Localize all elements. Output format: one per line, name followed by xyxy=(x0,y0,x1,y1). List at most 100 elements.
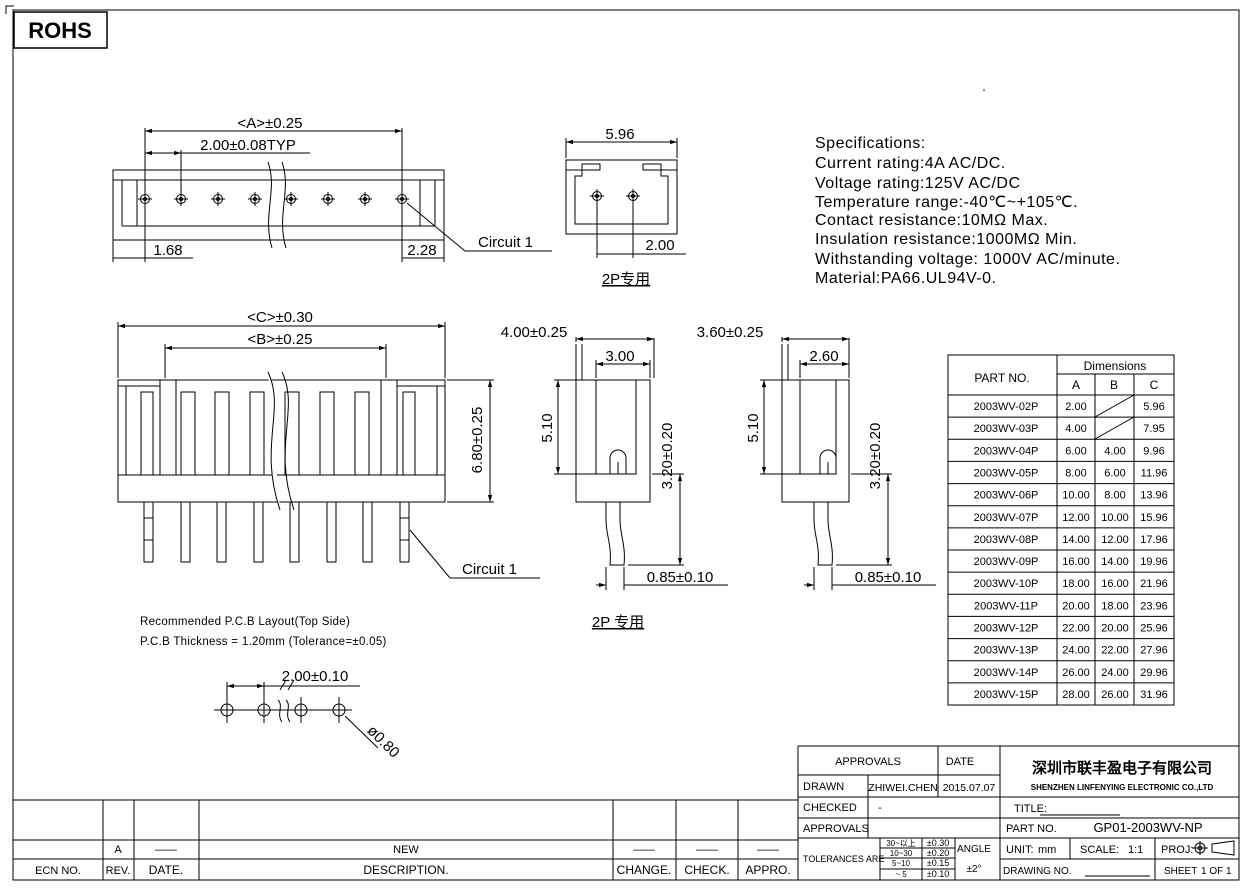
tb-approvals-header: APPROVALS xyxy=(835,756,901,768)
top-left-offset: 1.68 xyxy=(153,242,182,259)
table-cell-b: 4.00 xyxy=(1104,445,1125,457)
table-cell-c: 13.96 xyxy=(1140,490,1168,502)
rev-header-change: CHANGE. xyxy=(617,863,672,877)
side-view-2 xyxy=(760,336,936,590)
table-cell-b: 10.00 xyxy=(1101,512,1129,524)
table-part-header: PART NO. xyxy=(974,371,1029,385)
top-pitch: 2.00±0.08TYP xyxy=(200,137,296,154)
table-cell-a: 16.00 xyxy=(1062,556,1090,568)
front-dim-b: <B>±0.25 xyxy=(248,331,313,348)
table-cell-a: 14.00 xyxy=(1062,534,1090,546)
table-col-a: A xyxy=(1072,378,1080,392)
table-cell-c: 31.96 xyxy=(1140,689,1168,701)
spec-heading: Specifications: xyxy=(815,135,926,152)
table-cell-part: 2003WV-05P xyxy=(974,468,1039,480)
tb-tol-value: ±0.30 xyxy=(927,838,949,848)
tb-tol-value: ±0.15 xyxy=(927,858,949,868)
spec-line: Contact resistance:10MΩ Max. xyxy=(815,212,1048,229)
table-cell-a: 24.00 xyxy=(1062,645,1090,657)
tb-part-no-label: PART NO. xyxy=(1006,823,1057,835)
side-caption: 2P 专用 xyxy=(592,614,644,631)
table-cell-a: 22.00 xyxy=(1062,623,1090,635)
table-cell-a: 4.00 xyxy=(1065,423,1086,435)
pcb-hole: ø0.80 xyxy=(364,722,403,761)
table-cell-part: 2003WV-04P xyxy=(974,445,1039,457)
table-cell-part: 2003WV-10P xyxy=(974,578,1039,590)
tb-checked-label: CHECKED xyxy=(803,802,857,814)
end-view-pin-pitch: 2.00 xyxy=(645,237,674,254)
table-cell-part: 2003WV-14P xyxy=(974,667,1039,679)
tb-drawing-no-label: DRAWING NO. xyxy=(1003,866,1072,877)
rohs-box xyxy=(13,11,108,49)
tb-tol-value: ±0.10 xyxy=(927,869,949,879)
tb-company-cn: 深圳市联丰盈电子有限公司 xyxy=(1032,759,1212,777)
side1-inner: 3.00 xyxy=(605,348,634,365)
rev-header-rev: REV. xyxy=(106,865,131,877)
table-cell-c: 7.95 xyxy=(1143,423,1164,435)
tb-scale: 1:1 xyxy=(1128,844,1143,856)
table-cell-b: 16.00 xyxy=(1101,578,1129,590)
table-cell-a: 28.00 xyxy=(1062,689,1090,701)
end-view-caption: 2P专用 xyxy=(602,271,650,288)
rev-header-description: DESCRIPTION. xyxy=(363,863,448,877)
tb-tol-range: 10~30 xyxy=(890,849,913,858)
spec-line: Withstanding voltage: 1000V AC/minute. xyxy=(815,251,1120,268)
top-dim-a: <A>±0.25 xyxy=(238,115,303,132)
table-cell-b: 26.00 xyxy=(1101,689,1129,701)
table-cell-part: 2003WV-11P xyxy=(974,600,1038,612)
table-cell-c: 19.96 xyxy=(1140,556,1168,568)
rev-header-ecn: ECN NO. xyxy=(35,865,81,877)
table-cell-part: 2003WV-13P xyxy=(974,645,1039,657)
tb-company-en: SHENZHEN LINFENYING ELECTRONIC CO.,LTD xyxy=(1031,783,1214,792)
title-block xyxy=(798,745,1239,880)
tb-drawn-by: ZHIWEI.CHEN xyxy=(868,782,937,794)
tb-sheet-label: SHEET xyxy=(1164,866,1197,877)
table-cell-part: 2003WV-12P xyxy=(974,623,1039,635)
side1-pin-height: 3.20±0.20 xyxy=(659,423,676,490)
table-cell-a: 8.00 xyxy=(1065,468,1086,480)
top-view xyxy=(112,128,552,262)
table-col-c: C xyxy=(1150,378,1159,392)
side2-depth: 3.60±0.25 xyxy=(697,324,764,341)
table-cell-a: 20.00 xyxy=(1062,600,1090,612)
rev-header-date: DATE. xyxy=(149,863,183,877)
tb-drawn-date: 2015.07.07 xyxy=(943,782,996,794)
end-view-2p xyxy=(565,138,686,258)
table-cell-a: 2.00 xyxy=(1065,401,1086,413)
tb-tolerances-label: TOLERANCES ARE xyxy=(803,854,884,864)
table-cell-b: 6.00 xyxy=(1104,468,1125,480)
table-cell-a: 18.00 xyxy=(1062,578,1090,590)
rev-row-appro: —— xyxy=(757,844,779,856)
table-cell-a: 26.00 xyxy=(1062,667,1090,679)
table-cell-part: 2003WV-09P xyxy=(974,556,1039,568)
side2-pin-height: 3.20±0.20 xyxy=(867,423,884,490)
table-row-lines xyxy=(948,416,1174,684)
table-cell-a: 12.00 xyxy=(1062,512,1090,524)
table-cell-a: 6.00 xyxy=(1065,445,1086,457)
pcb-note-1: Recommended P.C.B Layout(Top Side) xyxy=(140,616,350,628)
table-cell-c: 27.96 xyxy=(1140,645,1168,657)
pcb-pitch: 2.00±0.10 xyxy=(282,668,349,685)
tb-part-no: GP01-2003WV-NP xyxy=(1093,820,1202,835)
tb-tol-range: 30~以上 xyxy=(886,839,916,848)
top-pins xyxy=(138,192,409,206)
tb-title-label: TITLE: xyxy=(1014,803,1047,815)
front-view xyxy=(117,322,540,579)
table-cell-c: 17.96 xyxy=(1140,534,1168,546)
table-cell-c: 11.96 xyxy=(1141,468,1168,480)
tb-tol-range: ~ 5 xyxy=(895,870,907,879)
tb-unit: mm xyxy=(1038,844,1056,856)
table-cell-c: 5.96 xyxy=(1143,401,1164,413)
front-circuit-label: Circuit 1 xyxy=(462,561,517,578)
front-dim-c: <C>±0.30 xyxy=(247,309,313,326)
table-cell-b: 18.00 xyxy=(1101,600,1129,612)
rev-row-rev: A xyxy=(114,844,122,856)
tb-date-header: DATE xyxy=(946,756,975,768)
rohs-label: ROHS xyxy=(28,18,92,43)
table-cell-c: 25.96 xyxy=(1140,623,1168,635)
tb-approvals-label: APPROVALS xyxy=(803,823,869,835)
stray-dot xyxy=(983,89,985,91)
side2-pin-width: 0.85±0.10 xyxy=(855,569,922,586)
tb-sheet: 1 OF 1 xyxy=(1201,866,1232,877)
